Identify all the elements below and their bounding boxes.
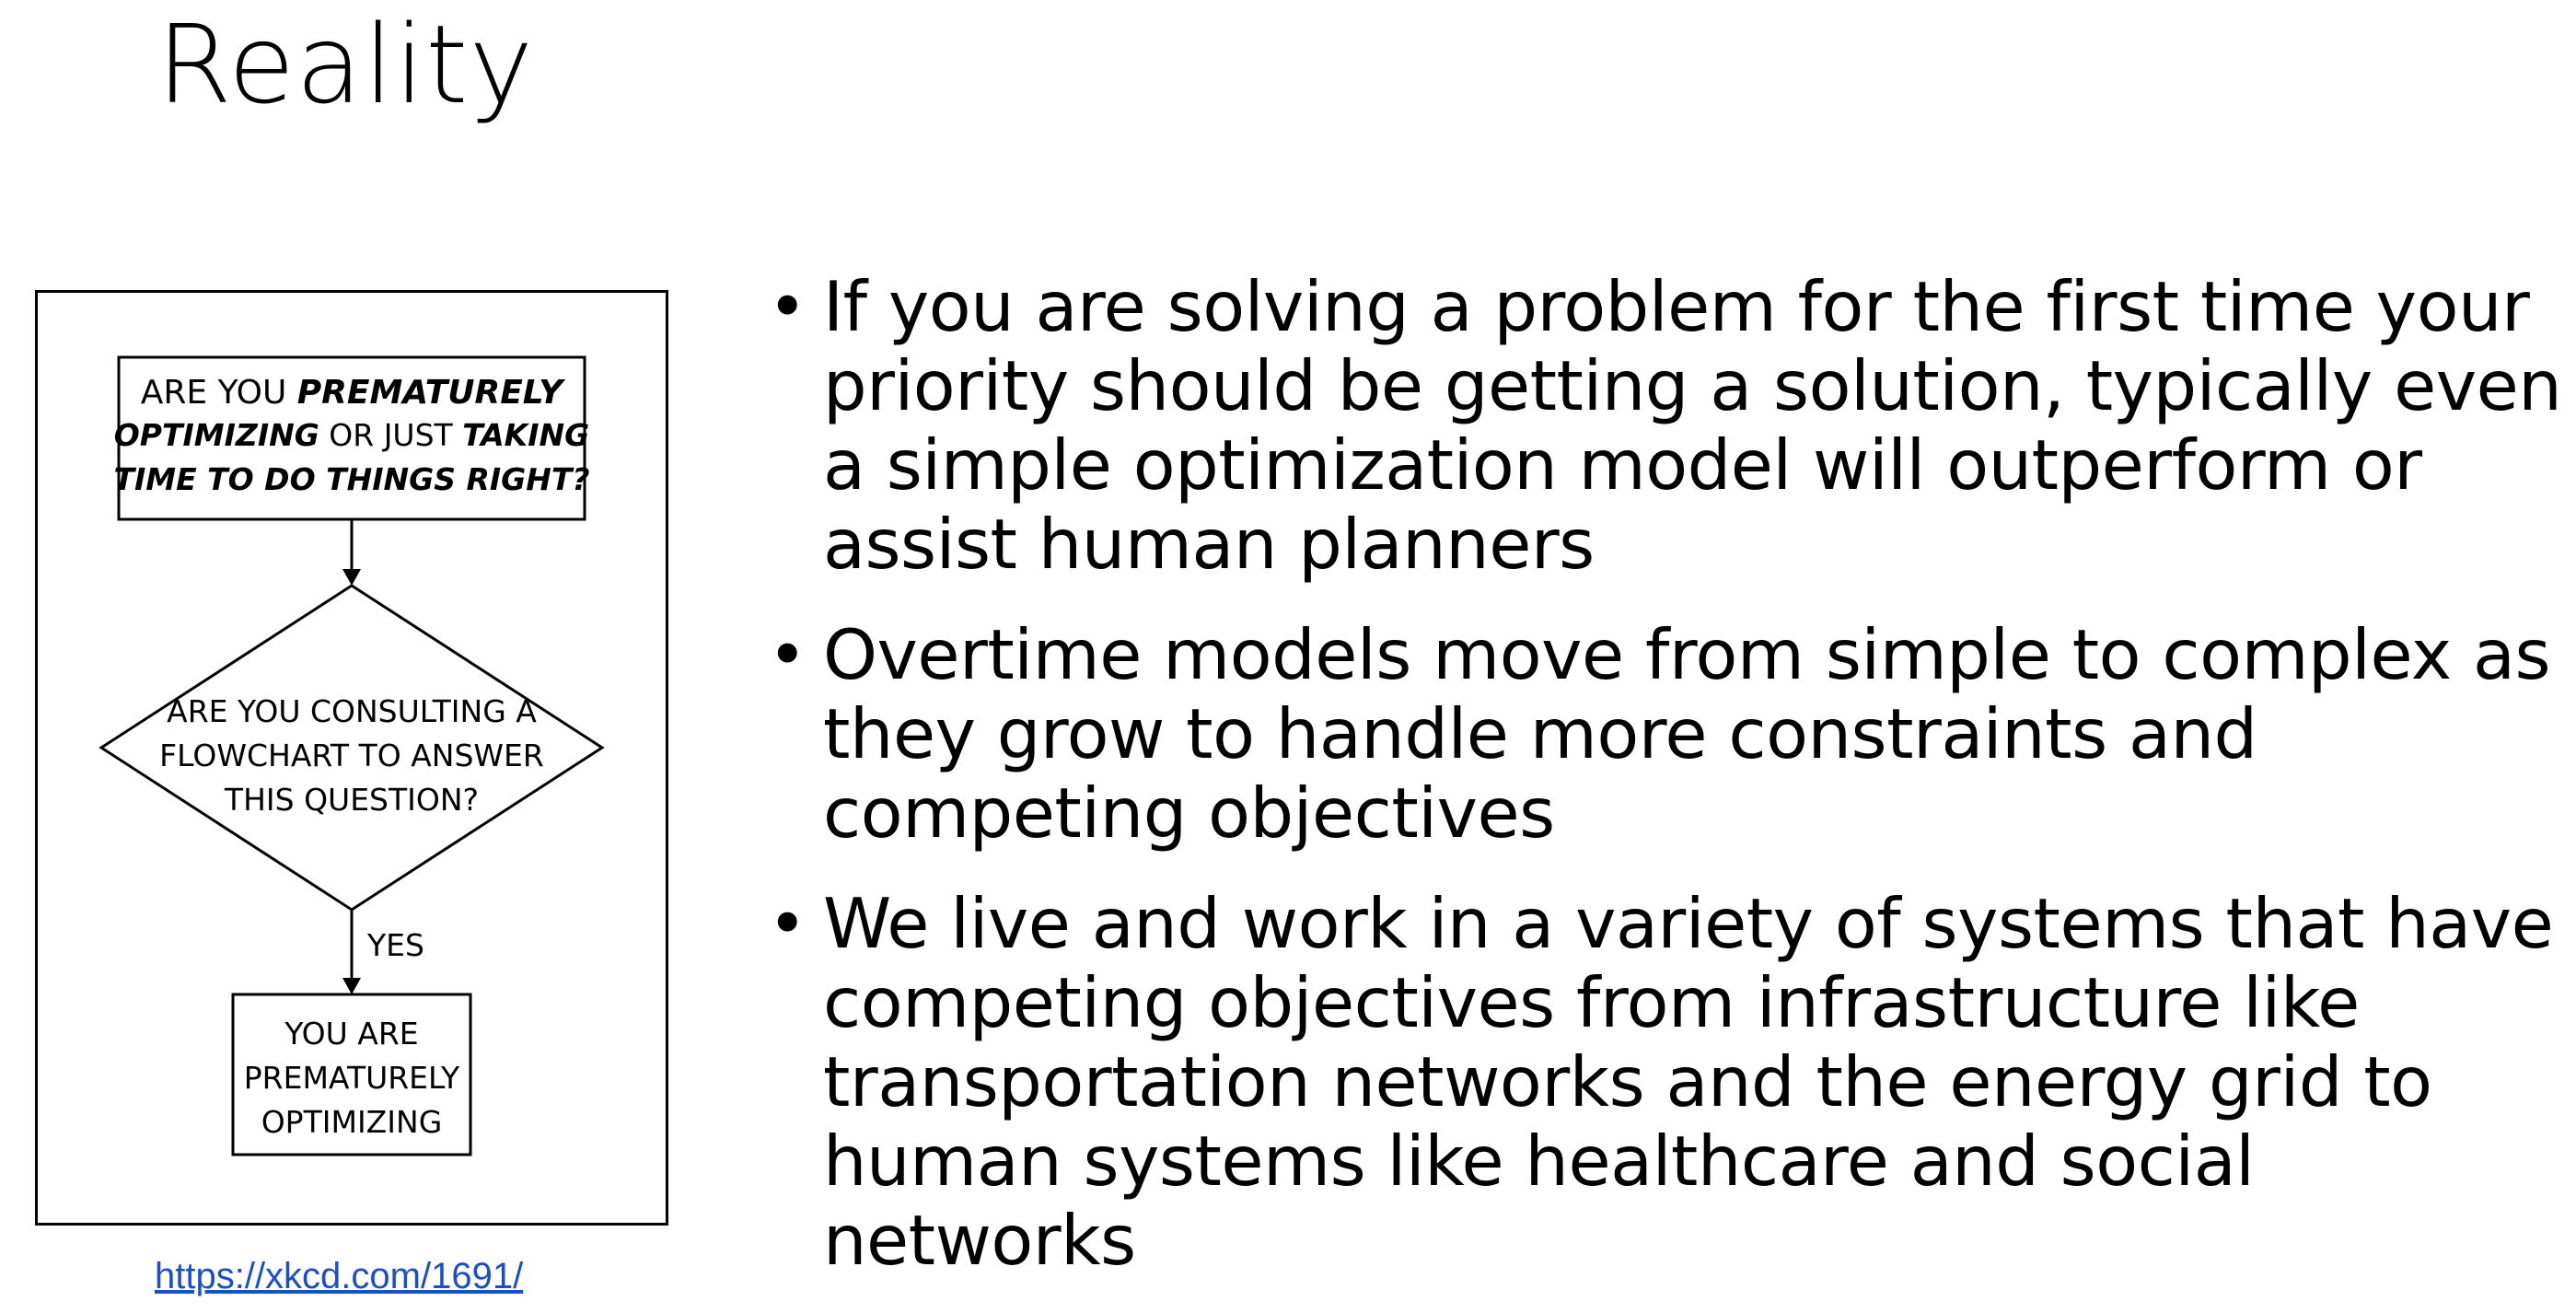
bullet-1-line-4: assist human planners: [823, 504, 1595, 585]
flowchart-bottom-box-line2: PREMATURELY: [244, 1060, 460, 1096]
flowchart-bottom-box-line1: YOU ARE: [284, 1016, 418, 1052]
flowchart-arrowhead-2: [342, 978, 361, 994]
bullet-list: • If you are solving a problem for the f…: [768, 267, 2563, 1311]
flowchart-top-box-line2: OPTIMIZING OR JUST TAKING: [114, 417, 589, 453]
flowchart-bottom-box-line3: OPTIMIZING: [261, 1104, 443, 1140]
bullet-dot-icon: •: [768, 885, 806, 962]
bullet-1-line-1: If you are solving a problem for the fir…: [823, 266, 2530, 347]
bullet-2-line-1: Overtime models move from simple to comp…: [823, 614, 2551, 695]
xkcd-comic-image: ARE YOU PREMATURELY OPTIMIZING OR JUST T…: [35, 290, 668, 1226]
bullet-item-3: • We live and work in a variety of syste…: [768, 884, 2563, 1280]
bullet-1-line-2: priority should be getting a solution, t…: [823, 345, 2562, 426]
bullet-3-line-1: We live and work in a variety of systems…: [823, 883, 2554, 964]
flowchart-top-box-line3: TIME TO DO THINGS RIGHT?: [113, 461, 589, 497]
flowchart-yes-label: YES: [366, 927, 424, 963]
flowchart-top-box: [117, 355, 586, 521]
bullet-item-2: • Overtime models move from simple to co…: [768, 615, 2563, 853]
flowchart-diamond-line2: FLOWCHART TO ANSWER: [159, 738, 544, 773]
bullet-3-line-4: human systems like healthcare and social…: [823, 1121, 2255, 1281]
slide-title: Reality: [157, 1, 535, 128]
bullet-1-line-3: a simple optimization model will outperf…: [823, 424, 2422, 505]
bullet-dot-icon: •: [768, 616, 806, 693]
flowchart-top-box-line1: ARE YOU PREMATURELY: [141, 374, 566, 412]
bullet-2-line-3: competing objectives: [823, 773, 1555, 854]
xkcd-source-link[interactable]: https://xkcd.com/1691/: [155, 1256, 524, 1296]
flowchart-bottom-box: [231, 993, 472, 1156]
bullet-3-line-3: transportation networks and the energy g…: [823, 1041, 2432, 1122]
flowchart-arrowhead-1: [342, 569, 361, 586]
flowchart-diamond-line3: THIS QUESTION?: [224, 782, 479, 818]
bullet-2-line-2: they grow to handle more constraints and: [823, 693, 2257, 774]
bullet-item-1: • If you are solving a problem for the f…: [768, 267, 2563, 584]
flowchart-diagram: ARE YOU PREMATURELY OPTIMIZING OR JUST T…: [99, 355, 605, 1156]
bullet-3-line-2: competing objectives from infrastructure…: [823, 962, 2360, 1043]
flowchart-diamond-line1: ARE YOU CONSULTING A: [167, 693, 537, 729]
bullet-dot-icon: •: [768, 268, 806, 345]
